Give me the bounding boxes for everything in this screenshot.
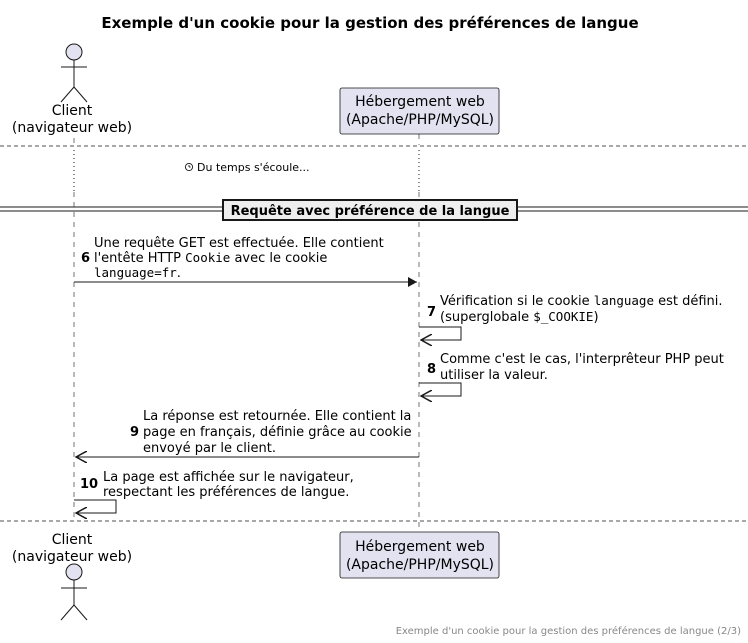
client-actor-top <box>60 43 88 103</box>
message-8-line1: Comme c'est le cas, l'interprêteur PHP p… <box>440 352 724 367</box>
message-8-arrow <box>419 382 462 396</box>
server-label-top-2: (Apache/PHP/MySQL) <box>346 112 494 128</box>
client-label-top-1: Client <box>52 103 93 119</box>
clock-icon <box>184 162 194 172</box>
message-8-number: 8 <box>427 362 436 377</box>
group-label-box <box>222 199 518 221</box>
server-box-top <box>339 87 500 135</box>
message-7-line1: Vérification si le cookie language est d… <box>440 293 723 309</box>
message-6-line1: Une requête GET est effectuée. Elle cont… <box>94 236 384 251</box>
client-label-bottom-1: Client <box>52 532 93 548</box>
message-7-number: 7 <box>427 305 436 320</box>
server-box-bottom <box>339 531 500 579</box>
message-8-line2: utiliser la valeur. <box>440 368 548 383</box>
message-7-arrow <box>419 326 462 340</box>
message-10-line2: respectant les préférences de langue. <box>103 485 349 500</box>
server-label-bottom-1: Hébergement web <box>355 539 485 555</box>
client-label-top-2: (navigateur web) <box>12 120 132 136</box>
message-10-arrow <box>74 499 117 513</box>
server-label-top-1: Hébergement web <box>355 94 485 110</box>
message-9-line3: envoyé par le client. <box>143 441 276 456</box>
delay-text: Du temps s'écoule... <box>197 161 310 174</box>
diagram-title: Exemple d'un cookie pour la gestion des … <box>101 14 638 32</box>
footer-text: Exemple d'un cookie pour la gestion des … <box>396 625 741 637</box>
message-6-line2: l'entête HTTP Cookie avec le cookie <box>94 250 327 266</box>
server-label-bottom-2: (Apache/PHP/MySQL) <box>346 557 494 573</box>
message-9-line1: La réponse est retournée. Elle contient … <box>143 409 411 424</box>
message-9-number: 9 <box>130 425 139 440</box>
message-9-line2: page en français, définie grâce au cooki… <box>143 425 412 440</box>
message-10-line1: La page est affichée sur le navigateur, <box>103 470 354 485</box>
group-label: Requête avec préférence de la langue <box>231 204 510 219</box>
message-6-number: 6 <box>81 251 90 266</box>
message-7-line2: (superglobale $_COOKIE) <box>440 309 599 325</box>
message-10-number: 10 <box>80 477 98 492</box>
message-6-line3: language=fr. <box>94 265 181 281</box>
client-label-bottom-2: (navigateur web) <box>12 549 132 565</box>
client-actor-bottom <box>60 563 88 621</box>
